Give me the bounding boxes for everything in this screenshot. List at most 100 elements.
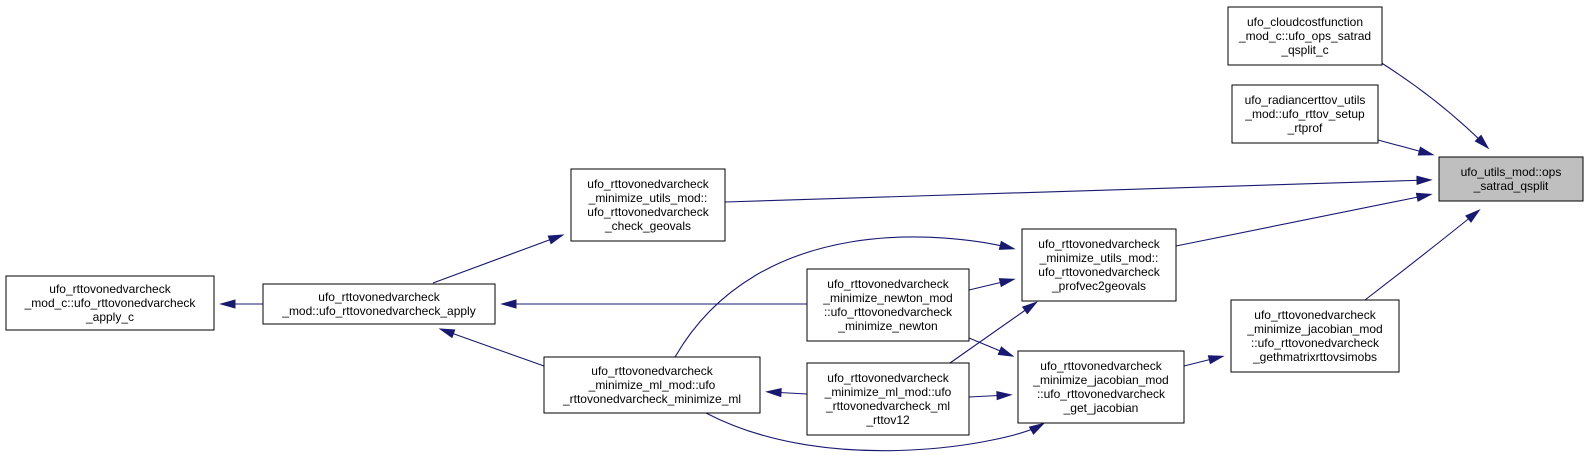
- node-label-line: _apply_c: [85, 310, 134, 324]
- node-label-line: _mod::ufo_rttovonedvarcheck_apply: [281, 304, 475, 318]
- arrowhead-icon: [1028, 422, 1046, 435]
- node-label-line: _mod_c::ufo_ops_satrad: [1238, 29, 1371, 43]
- arrowhead-icon: [438, 328, 456, 339]
- node-label-line: ufo_rttovonedvarcheck: [587, 205, 709, 219]
- node-label-line: ::ufo_rttovonedvarcheck: [1251, 336, 1380, 350]
- arrowhead-icon: [1021, 301, 1038, 315]
- node-label-line: _profvec2geovals: [1051, 279, 1146, 293]
- node-root[interactable]: ufo_utils_mod::ops_satrad_qsplit: [1438, 156, 1584, 202]
- node-box: [1017, 350, 1185, 424]
- edge-check_geovals-to-root: [724, 175, 1433, 203]
- edge-line: [949, 303, 1035, 364]
- node-label-line: _get_jacobian: [1063, 401, 1139, 415]
- node-label-line: ::ufo_rttovonedvarcheck: [824, 305, 953, 319]
- node-label-line: _minimize_utils_mod::: [588, 191, 708, 205]
- node-label-line: ufo_rttovonedvarcheck: [318, 290, 440, 304]
- edge-line: [442, 329, 545, 367]
- node-apply[interactable]: ufo_rttovonedvarcheck_mod::ufo_rttovoned…: [262, 283, 496, 325]
- node-box: [570, 168, 726, 242]
- node-label-line: _minimize_jacobian_mod: [1032, 373, 1168, 387]
- node-label-line: ufo_rttovonedvarcheck: [587, 177, 709, 191]
- arrowhead-icon: [997, 346, 1015, 357]
- node-box: [1231, 84, 1379, 144]
- node-label-line: _minimize_jacobian_mod: [1246, 322, 1382, 336]
- edge-jacobian-to-gethmatrix: [1183, 355, 1225, 367]
- arrowhead-icon: [998, 278, 1016, 288]
- arrowhead-icon: [998, 240, 1016, 250]
- node-box: [806, 268, 970, 342]
- node-gethmatrix[interactable]: ufo_rttovonedvarcheck_minimize_jacobian_…: [1230, 299, 1400, 373]
- node-apply-c[interactable]: ufo_rttovonedvarcheck_mod_c::ufo_rttovon…: [5, 275, 215, 331]
- node-label-line: _qsplit_c: [1280, 43, 1328, 57]
- arrowhead-icon: [219, 299, 236, 309]
- edge-line: [674, 236, 1012, 358]
- node-newton[interactable]: ufo_rttovonedvarcheck_minimize_newton_mo…: [806, 268, 970, 342]
- node-label-line: ufo_rttovonedvarcheck: [49, 282, 171, 296]
- node-box: [1021, 228, 1177, 302]
- node-label-line: _satrad_qsplit: [1473, 179, 1549, 193]
- node-box: [1230, 299, 1400, 373]
- node-label-line: _minimize_ml_mod::ufo: [824, 385, 952, 399]
- node-label-line: ::ufo_rttovonedvarcheck: [1037, 387, 1166, 401]
- node-label-line: _minimize_newton: [837, 319, 937, 333]
- nodes-layer: ufo_utils_mod::ops_satrad_qsplit ufo_clou…: [5, 6, 1584, 436]
- node-jacobian[interactable]: ufo_rttovonedvarcheck_minimize_jacobian_…: [1017, 350, 1185, 424]
- edge-line: [724, 179, 1429, 203]
- node-label-line: ufo_radiancerttov_utils: [1245, 93, 1366, 107]
- edge-line: [1364, 211, 1478, 301]
- edge-ml-to-profvec: [674, 236, 1016, 358]
- node-box: [1227, 6, 1383, 66]
- edges-layer: [219, 61, 1490, 452]
- arrowhead-icon: [765, 387, 782, 398]
- edge-cloud-to-root: [1379, 61, 1490, 150]
- node-label-line: _check_geovals: [604, 219, 691, 233]
- node-label-line: ufo_rttovonedvarcheck: [1038, 237, 1160, 251]
- edge-profvec-to-root: [1175, 192, 1433, 247]
- node-label-line: _rttovonedvarcheck_ml: [825, 399, 950, 413]
- node-rttov12[interactable]: ufo_rttovonedvarcheck_minimize_ml_mod::u…: [806, 362, 970, 436]
- arrowhead-icon: [1474, 134, 1490, 150]
- node-check-geovals[interactable]: ufo_rttovonedvarcheck_minimize_utils_mod…: [570, 168, 726, 242]
- node-label-line: ufo_utils_mod::ops: [1461, 165, 1562, 179]
- node-label-line: ufo_rttovonedvarcheck: [1038, 265, 1160, 279]
- node-label-line: _minimize_ml_mod::ufo: [588, 378, 716, 392]
- node-label-line: ufo_rttovonedvarcheck: [1254, 308, 1376, 322]
- edge-rttov12-to-profvec: [949, 301, 1038, 364]
- node-label-line: _rtprof: [1287, 121, 1323, 135]
- node-label-line: ufo_rttovonedvarcheck: [1040, 359, 1162, 373]
- node-profvec[interactable]: ufo_rttovonedvarcheck_minimize_utils_mod…: [1021, 228, 1177, 302]
- arrowhead-icon: [547, 234, 565, 245]
- node-label-line: _mod::ufo_rttov_setup: [1244, 107, 1365, 121]
- node-label-line: _mod_c::ufo_rttovonedvarcheck: [24, 296, 197, 310]
- node-label-line: ufo_rttovonedvarcheck: [827, 371, 949, 385]
- edge-ml-to-jacobian: [705, 412, 1046, 452]
- node-label-line: _rttovonedvarcheck_minimize_ml: [562, 392, 741, 406]
- arrowhead-icon: [1416, 175, 1433, 185]
- node-box: [262, 283, 496, 325]
- arrowhead-icon: [1207, 355, 1225, 365]
- edge-line: [705, 412, 1042, 452]
- edge-newton-to-profvec: [968, 278, 1016, 291]
- node-box: [1438, 156, 1584, 202]
- edge-apply-to-check_geovals: [432, 234, 565, 284]
- arrowhead-icon: [1417, 146, 1435, 156]
- edge-rttov12-to-ml: [765, 387, 808, 398]
- node-label-line: _minimize_utils_mod::: [1039, 251, 1159, 265]
- node-label-line: _gethmatrixrttovsimobs: [1252, 350, 1377, 364]
- node-label-line: _minimize_newton_mod: [822, 291, 952, 305]
- node-radiance[interactable]: ufo_radiancerttov_utils_mod::ufo_rttov_s…: [1231, 84, 1379, 144]
- edge-line: [1175, 194, 1429, 247]
- node-label-line: ufo_rttovonedvarcheck: [591, 364, 713, 378]
- node-label-line: ufo_rttovonedvarcheck: [827, 277, 949, 291]
- edge-newton-to-jacobian: [968, 337, 1015, 357]
- node-ml[interactable]: ufo_rttovonedvarcheck_minimize_ml_mod::u…: [543, 356, 761, 414]
- node-box: [5, 275, 215, 331]
- edge-rttov12-to-jacobian: [968, 390, 1013, 401]
- edge-newton-to-apply: [500, 299, 807, 309]
- node-label-line: _rttov12: [865, 413, 910, 427]
- edge-gethmatrix-to-root: [1364, 208, 1481, 301]
- node-cloud[interactable]: ufo_cloudcostfunction_mod_c::ufo_ops_sat…: [1227, 6, 1383, 66]
- arrowhead-icon: [1415, 192, 1433, 202]
- edge-line: [1379, 61, 1487, 147]
